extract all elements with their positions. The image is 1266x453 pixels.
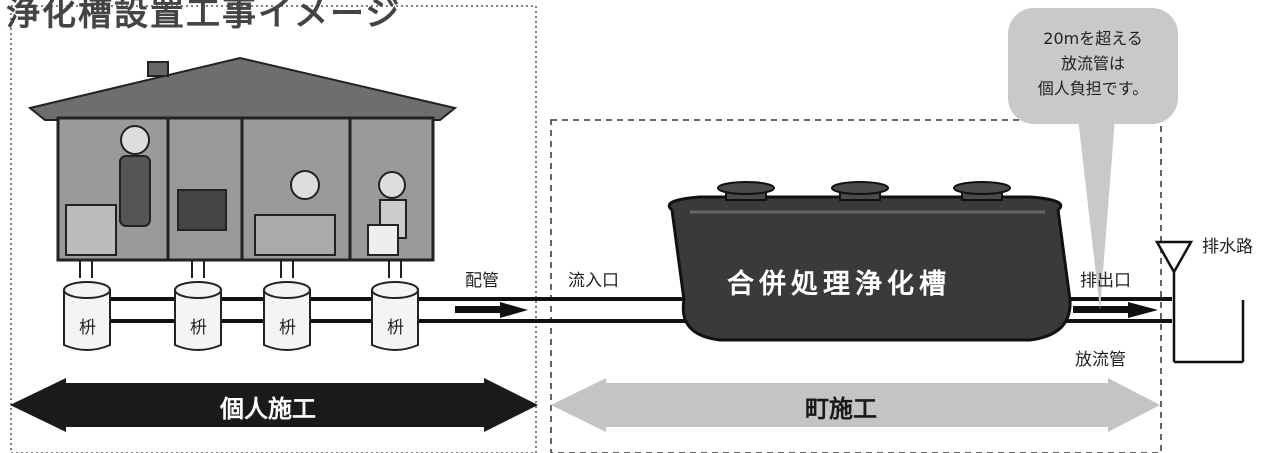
label-horyukan: 放流管 [1075, 350, 1126, 370]
bubble-text: 20mを超える 放流管は 個人負担です。 [1008, 26, 1178, 101]
machi-arrow [551, 378, 1160, 432]
label-ryunyuguchi: 流入口 [568, 271, 619, 291]
drain-channel [1154, 240, 1245, 364]
masu-label: 枡 [190, 318, 207, 338]
flow-arrow-outflow [1073, 302, 1158, 318]
tank-name: 合併処理浄化槽 [727, 269, 951, 300]
flow-arrow-inflow [455, 302, 528, 318]
tank-illustration [667, 181, 1072, 342]
machi-label: 町施工 [805, 395, 877, 423]
kojin-arrow [10, 378, 538, 432]
page-title: 浄化槽設置工事イメージ [6, 0, 402, 34]
masu-label: 枡 [279, 318, 296, 338]
speech-bubble [1008, 8, 1178, 310]
kojin-zone [10, 5, 537, 453]
machi-zone [550, 119, 1162, 453]
bubble-line-1: 20mを超える [1043, 29, 1143, 48]
kojin-label: 個人施工 [220, 395, 316, 423]
bubble-line-2: 放流管は [1060, 54, 1125, 73]
masu-group [63, 281, 419, 351]
label-haisuiro: 排水路 [1202, 237, 1253, 257]
label-haishutsuguchi: 排出口 [1080, 271, 1131, 291]
bubble-line-3: 個人負担です。 [1037, 79, 1149, 98]
label-haikan: 配管 [465, 271, 499, 291]
house-illustration [27, 56, 458, 262]
masu-label: 枡 [79, 318, 96, 338]
masu-label: 枡 [387, 318, 404, 338]
